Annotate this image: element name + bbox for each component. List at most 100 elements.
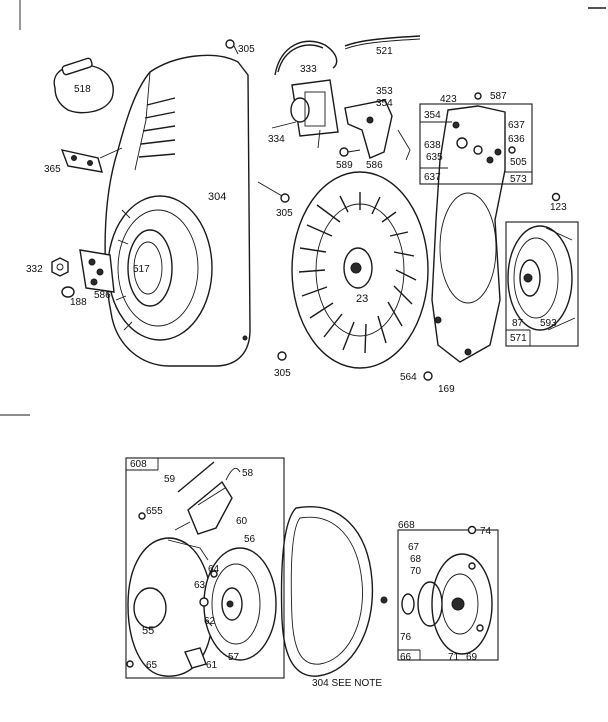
label-365: 365: [44, 164, 61, 175]
label-593: 593: [540, 318, 557, 329]
part-58-insert: [225, 467, 241, 481]
part-123-screw: [551, 192, 561, 202]
part-188-washer: [61, 286, 75, 298]
label-637-b: 637: [424, 172, 441, 183]
label-305-mid: 305: [276, 208, 293, 219]
part-332-nut: [51, 257, 69, 277]
label-353: 353: [376, 86, 393, 97]
part-60-handle: [174, 480, 233, 535]
label-518: 518: [74, 84, 91, 95]
label-67: 67: [408, 542, 420, 553]
part-23-flywheel: [291, 171, 429, 369]
label-334: 334: [268, 134, 285, 145]
label-505: 505: [510, 157, 527, 168]
label-304: 304: [208, 191, 226, 203]
label-58: 58: [242, 468, 254, 479]
part-333-armature: [271, 79, 339, 149]
label-573: 573: [510, 174, 527, 185]
label-354-box: 354: [424, 110, 441, 121]
part-518-retainer: [53, 57, 114, 114]
part-69-starter-assy: [431, 553, 493, 655]
label-note: 304 SEE NOTE: [312, 678, 382, 689]
part-64-spring: [210, 570, 218, 578]
group-box-573: [419, 103, 533, 185]
part-655-screw: [138, 512, 146, 520]
blower-housing: [104, 54, 251, 367]
label-586-plate: 586: [94, 290, 111, 301]
label-123: 123: [550, 202, 567, 213]
shroud-ring-304: [280, 506, 388, 677]
label-586: 586: [366, 160, 383, 171]
part-635-pin: [473, 145, 483, 155]
label-305: 305: [238, 44, 255, 55]
label-305-low: 305: [274, 368, 291, 379]
label-62: 62: [204, 616, 216, 627]
label-69: 69: [466, 652, 478, 663]
label-608: 608: [130, 459, 147, 470]
label-56: 56: [244, 534, 256, 545]
label-71: 71: [448, 652, 460, 663]
part-638-washer: [456, 137, 468, 149]
part-55-starter-housing: [126, 537, 214, 677]
part-87-starter-cup: [507, 225, 576, 331]
label-87: 87: [512, 318, 524, 329]
part-labels: 305 521 518 333 353 354 423 587 354 637 …: [26, 44, 567, 689]
group-box-571: [505, 221, 579, 347]
label-66: 66: [400, 652, 412, 663]
label-76: 76: [400, 632, 412, 643]
label-64: 64: [208, 564, 220, 575]
part-76-washer: [401, 593, 415, 615]
part-353-bracket: [344, 99, 411, 161]
label-668: 668: [398, 520, 415, 531]
label-55: 55: [142, 625, 154, 637]
label-63: 63: [194, 580, 206, 591]
part-305-screw-low: [277, 351, 287, 361]
label-332: 332: [26, 264, 43, 275]
label-521: 521: [376, 46, 393, 57]
part-61-clip: [184, 647, 207, 669]
label-23: 23: [356, 293, 368, 305]
part-59-rope: [177, 461, 215, 493]
part-305-screw: [225, 39, 239, 55]
label-564: 564: [400, 372, 417, 383]
part-333-ignition-wire: [274, 40, 338, 76]
label-59: 59: [164, 474, 176, 485]
label-70: 70: [410, 566, 422, 577]
part-586-plate: [79, 249, 115, 293]
label-423: 423: [440, 94, 457, 105]
label-635: 635: [426, 152, 443, 163]
part-587-screw: [474, 92, 482, 100]
label-587: 587: [490, 91, 507, 102]
label-571: 571: [510, 333, 527, 344]
label-65: 65: [146, 660, 158, 671]
label-638: 638: [424, 140, 441, 151]
part-71-spring: [417, 581, 443, 627]
part-365-bracket: [60, 147, 123, 173]
label-589: 589: [336, 160, 353, 171]
label-517: 517: [133, 264, 150, 275]
part-505-clip: [508, 146, 516, 154]
part-521-wire: [344, 35, 421, 47]
label-57: 57: [228, 652, 240, 663]
label-637: 637: [508, 120, 525, 131]
label-354: 354: [376, 98, 393, 109]
label-333: 333: [300, 64, 317, 75]
part-589-screw: [339, 147, 361, 157]
label-61: 61: [206, 660, 218, 671]
label-74: 74: [480, 526, 492, 537]
label-188: 188: [70, 297, 87, 308]
label-636: 636: [508, 134, 525, 145]
part-74-screw: [467, 525, 477, 535]
label-169: 169: [438, 384, 455, 395]
label-68: 68: [410, 554, 422, 565]
group-box-668: [397, 529, 499, 661]
group-box-608: [125, 457, 285, 679]
part-305-screw-mid: [257, 181, 290, 203]
part-637-spring: [494, 148, 502, 156]
part-63-washer: [199, 597, 209, 607]
part-564-screw: [423, 371, 433, 381]
engine-back-plate: [431, 105, 506, 363]
label-60: 60: [236, 516, 248, 527]
part-62-pawl: [205, 619, 213, 627]
